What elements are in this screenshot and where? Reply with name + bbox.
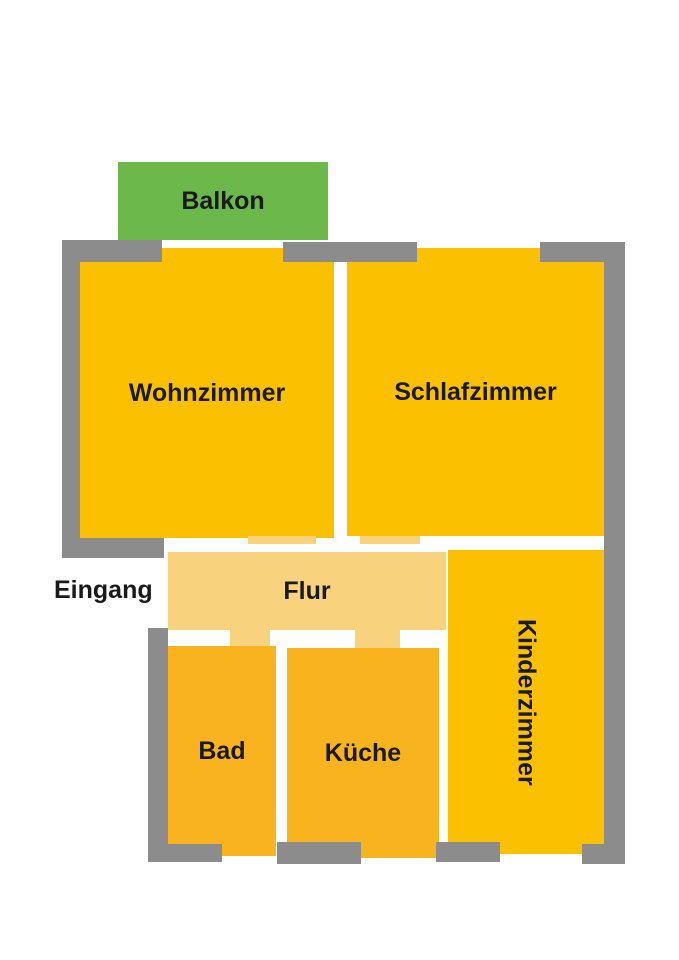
room-kinderzimmer: Kinderzimmer bbox=[448, 550, 604, 854]
room-label-schlafzimmer: Schlafzimmer bbox=[394, 377, 557, 406]
room-label-wohnzimmer: Wohnzimmer bbox=[128, 378, 286, 407]
room-label-kinderzimmer: Kinderzimmer bbox=[512, 618, 541, 786]
room-label-bad: Bad bbox=[198, 736, 246, 765]
room-label-balkon: Balkon bbox=[181, 186, 265, 215]
wall-left-lower bbox=[148, 628, 168, 862]
room-schlafzimmer: Schlafzimmer bbox=[347, 248, 604, 536]
room-flur: Flur bbox=[168, 552, 446, 630]
wall-bottom-kueche bbox=[277, 842, 361, 864]
wall-top-middle bbox=[283, 242, 417, 262]
wall-right bbox=[604, 242, 625, 864]
door-wohnzimmer-flur bbox=[248, 536, 316, 544]
room-balkon: Balkon bbox=[118, 162, 328, 240]
entrance-label: Eingang bbox=[54, 576, 153, 604]
room-kueche: Küche bbox=[287, 648, 439, 858]
door-flur-bad bbox=[230, 628, 270, 648]
wall-top-right bbox=[540, 242, 625, 262]
room-bad: Bad bbox=[168, 646, 276, 856]
wall-top-left bbox=[62, 240, 162, 262]
wall-left bbox=[62, 240, 80, 556]
door-schlafzimmer-flur bbox=[360, 536, 420, 544]
room-label-kueche: Küche bbox=[324, 738, 402, 767]
wall-bottom-kinderzimmer bbox=[436, 842, 500, 862]
door-flur-kueche bbox=[355, 628, 400, 648]
wall-left-bottom-stub bbox=[62, 538, 164, 558]
room-label-flur: Flur bbox=[283, 576, 331, 605]
room-wohnzimmer: Wohnzimmer bbox=[80, 248, 334, 538]
wall-bottom-right bbox=[582, 844, 625, 864]
